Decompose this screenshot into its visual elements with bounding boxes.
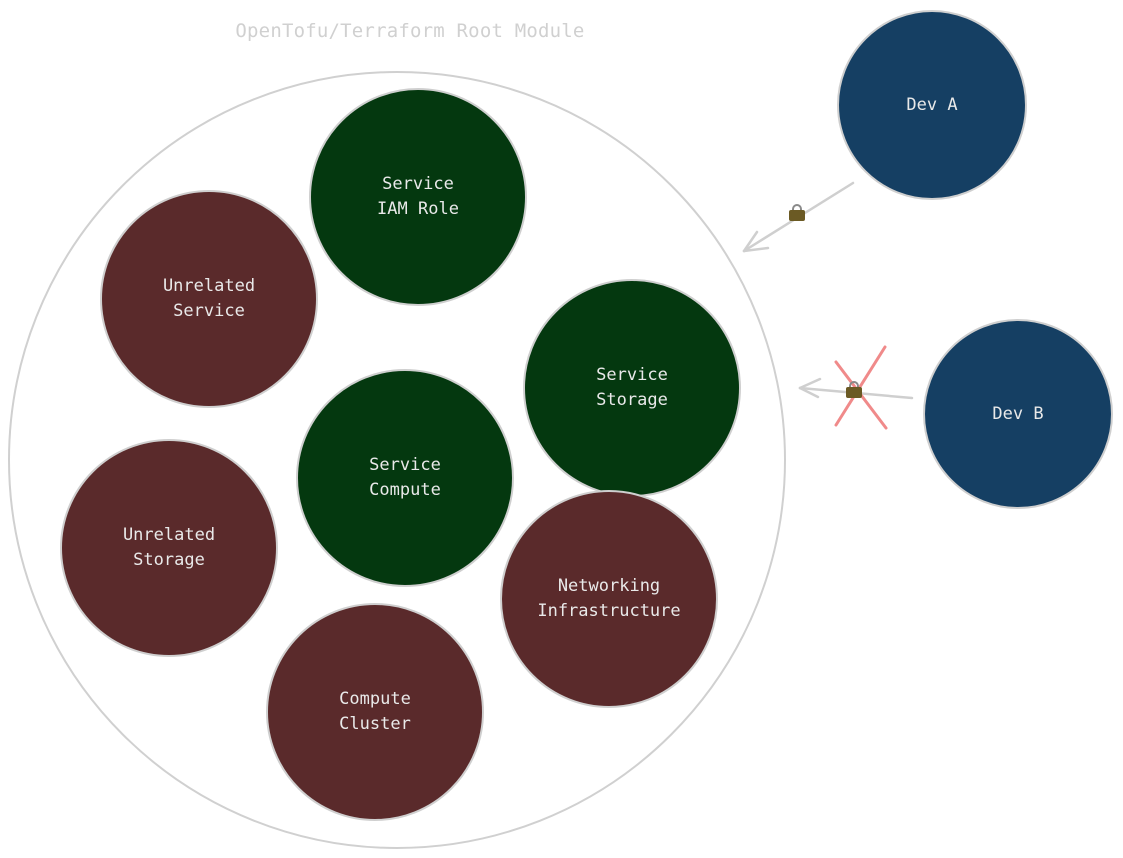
node-label: Service IAM Role	[377, 174, 459, 219]
node-label: Service Storage	[596, 365, 668, 410]
node-label: Unrelated Service	[162, 276, 256, 321]
node-label: Networking Infrastructure	[537, 576, 681, 621]
node-dev-b: Dev B	[923, 319, 1113, 509]
node-label: Service Compute	[369, 455, 441, 500]
node-unrelated-storage: Unrelated Storage	[60, 439, 278, 657]
node-label: Compute Cluster	[339, 689, 411, 734]
lock-icon	[789, 204, 805, 221]
node-label: Unrelated Storage	[122, 525, 216, 570]
diagram-title: OpenTofu/Terraform Root Module	[235, 20, 585, 42]
node-service-storage: Service Storage	[523, 279, 741, 497]
node-service-iam-role: Service IAM Role	[309, 88, 527, 306]
lock-icon	[846, 381, 862, 398]
node-unrelated-service: Unrelated Service	[100, 190, 318, 408]
node-networking-infrastructure: Networking Infrastructure	[500, 490, 718, 708]
node-dev-a: Dev A	[837, 10, 1027, 200]
node-compute-cluster: Compute Cluster	[266, 603, 484, 821]
node-label: Dev B	[992, 403, 1044, 424]
root-module-boundary	[8, 71, 786, 849]
node-label: Dev A	[906, 94, 958, 115]
node-service-compute: Service Compute	[296, 369, 514, 587]
